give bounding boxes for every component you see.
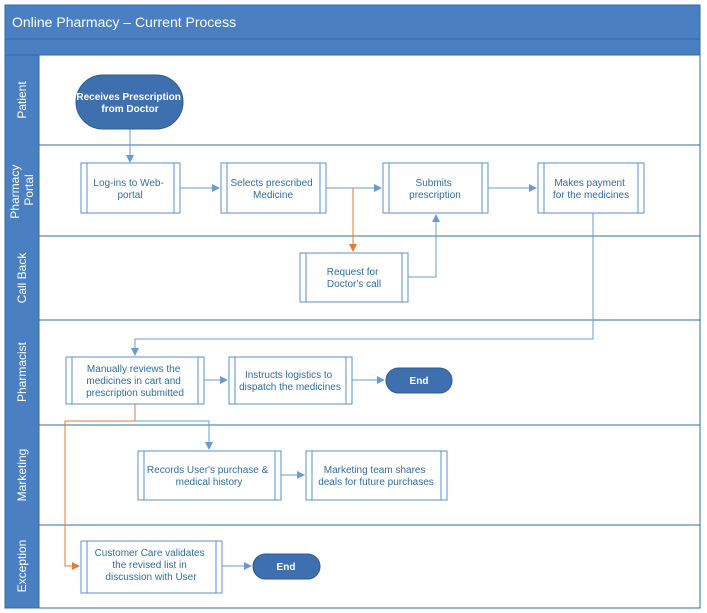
lane-label-pharmacy-portal: Pharmacy Portal bbox=[8, 161, 36, 218]
node-text-line: Doctor's call bbox=[327, 279, 381, 290]
node-text-line: deals for future purchases bbox=[318, 477, 434, 488]
node-text-line: Manually reviews the bbox=[87, 364, 181, 375]
svg-text:Receives Prescription fr: Receives Prescription from Doctor bbox=[76, 92, 183, 115]
node-text-line: Log-ins to Web- bbox=[93, 178, 163, 189]
lane-label-call-back: Call Back bbox=[15, 252, 29, 304]
lane-label-patient: Patient bbox=[15, 81, 29, 119]
node-text-line: prescription bbox=[409, 190, 461, 201]
node-text-line: dispatch the medicines bbox=[239, 382, 341, 393]
connector-payment-to-reviews bbox=[131, 213, 594, 356]
node-text-line: from Doctor bbox=[101, 104, 158, 115]
node-text-line: medical history bbox=[176, 477, 243, 488]
node-manual-review: Manually reviews the medicines in cart a… bbox=[65, 356, 205, 405]
node-text-line: Marketing team shares bbox=[324, 465, 426, 476]
svg-text:Selects prescribed Medic: Selects prescribed Medicine bbox=[230, 178, 315, 201]
svg-text:Records User's purchase &: Records User's purchase & medical histor… bbox=[147, 465, 271, 488]
svg-text:Request for Doctor's cal: Request for Doctor's call bbox=[327, 267, 381, 290]
svg-text:Marketing team shares de: Marketing team shares deals for future p… bbox=[318, 465, 434, 488]
node-text-line: medicines in cart and bbox=[86, 376, 181, 387]
end-label: End bbox=[277, 562, 296, 573]
lane-label-pharmacist: Pharmacist bbox=[15, 341, 29, 402]
diagram-title-bar bbox=[4, 4, 701, 40]
node-marketing-deals: Marketing team shares deals for future p… bbox=[305, 450, 448, 501]
lane-label-marketing: Marketing bbox=[15, 449, 29, 502]
node-text-line: for the medicines bbox=[553, 190, 629, 201]
svg-text:Log-ins to Web- portal: Log-ins to Web- portal bbox=[93, 178, 166, 201]
node-text-line: Makes payment bbox=[554, 178, 625, 189]
connector-reviews-to-validates bbox=[64, 404, 136, 570]
node-receives-prescription: Receives Prescription from Doctor bbox=[75, 74, 184, 130]
svg-text:Customer Care validates: Customer Care validates the revised list… bbox=[95, 548, 208, 583]
node-records-purchase: Records User's purchase & medical histor… bbox=[137, 450, 282, 501]
svg-text:Instructs logistics to d: Instructs logistics to dispatch the medi… bbox=[239, 370, 341, 393]
node-text-line: Submits bbox=[416, 178, 452, 189]
node-text-line: the revised list in bbox=[112, 560, 186, 571]
node-customer-care-validates: Customer Care validates the revised list… bbox=[80, 540, 223, 594]
svg-text:Submits prescription: Submits prescription bbox=[409, 178, 461, 201]
node-submits-prescription: Submits prescription bbox=[382, 162, 489, 214]
node-instructs-logistics: Instructs logistics to dispatch the medi… bbox=[228, 356, 353, 405]
node-end-pharmacist: End bbox=[385, 367, 453, 394]
node-text-line: Selects prescribed bbox=[230, 178, 312, 189]
node-text-line: prescription submitted bbox=[86, 388, 184, 399]
node-text-line: Medicine bbox=[253, 190, 293, 201]
node-text-line: Records User's purchase & bbox=[147, 465, 269, 476]
lane-label-column bbox=[4, 54, 40, 609]
node-login: Log-ins to Web- portal bbox=[80, 162, 181, 214]
node-end-exception: End bbox=[252, 553, 321, 580]
node-request-doctor-call: Request for Doctor's call bbox=[299, 252, 409, 303]
node-text-line: Receives Prescription bbox=[76, 92, 181, 103]
svg-text:Manually reviews the med: Manually reviews the medicines in cart a… bbox=[86, 364, 184, 399]
node-makes-payment: Makes payment for the medicines bbox=[537, 162, 645, 214]
diagram-subheader-bar bbox=[4, 38, 701, 56]
node-text-line: Customer Care validates bbox=[95, 548, 205, 559]
node-text-line: portal bbox=[117, 190, 142, 201]
node-text-line: discussion with User bbox=[105, 572, 197, 583]
node-selects-medicine: Selects prescribed Medicine bbox=[220, 162, 327, 214]
connector-request-to-submits bbox=[408, 214, 440, 278]
node-text-line: Request for bbox=[327, 267, 379, 278]
svg-text:Makes payment for the me: Makes payment for the medicines bbox=[553, 178, 629, 201]
node-text-line: Instructs logistics to bbox=[245, 370, 333, 381]
lane-label-exception: Exception bbox=[15, 540, 29, 593]
diagram-title: Online Pharmacy – Current Process bbox=[12, 14, 236, 30]
end-label: End bbox=[410, 376, 429, 387]
connectors bbox=[64, 129, 594, 570]
